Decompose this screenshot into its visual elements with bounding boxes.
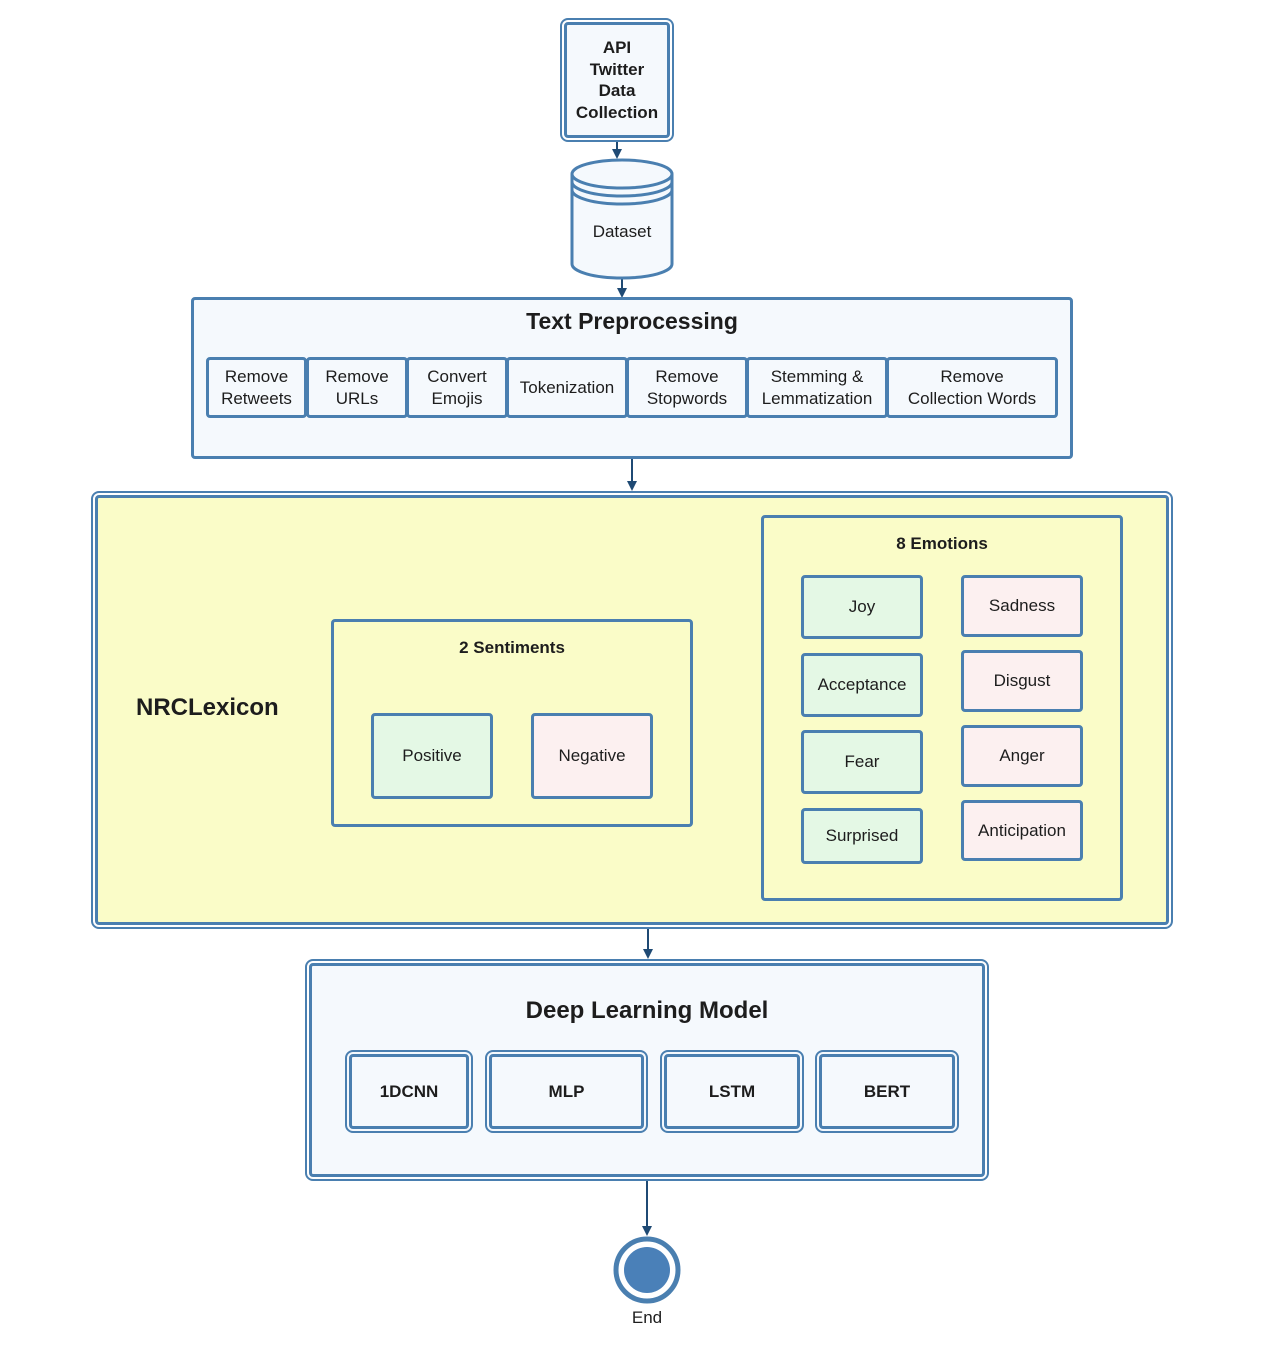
model-bert: BERT xyxy=(815,1050,959,1133)
model-1dcnn: 1DCNN xyxy=(345,1050,473,1133)
step-remove-stopwords: Remove Stopwords xyxy=(626,357,748,418)
emotion-label: Surprised xyxy=(825,826,899,845)
step-remove-collection-words: Remove Collection Words xyxy=(886,357,1058,418)
model-title: Deep Learning Model xyxy=(525,997,769,1024)
step-remove-urls: Remove URLs xyxy=(306,357,408,418)
sentiment-negative: Negative xyxy=(531,713,653,799)
step-label: Remove Retweets xyxy=(221,366,292,408)
step-tokenization: Tokenization xyxy=(506,357,628,418)
model-lstm: LSTM xyxy=(660,1050,804,1133)
step-convert-emojis: Convert Emojis xyxy=(406,357,508,418)
source-box: API Twitter Data Collection xyxy=(560,18,674,142)
emotion-label: Anticipation xyxy=(978,820,1066,840)
emotion-anticipation: Anticipation xyxy=(961,800,1083,861)
emotions-panel xyxy=(761,515,1123,901)
step-remove-retweets: Remove Retweets xyxy=(206,357,307,418)
sentiments-title: 2 Sentiments xyxy=(459,638,565,657)
emotion-label: Disgust xyxy=(993,671,1051,690)
end-label: End xyxy=(631,1308,663,1327)
emotion-label: Sadness xyxy=(988,596,1056,615)
step-stemming-lemmatization: Stemming & Lemmatization xyxy=(746,357,888,418)
dataset-label: Dataset xyxy=(592,222,652,241)
step-label: Remove Stopwords xyxy=(646,366,728,408)
sentiments-panel xyxy=(331,619,693,827)
step-label: Remove Collection Words xyxy=(907,366,1037,408)
step-label: Tokenization xyxy=(519,377,615,397)
step-label: Stemming & Lemmatization xyxy=(761,366,873,408)
step-label: Convert Emojis xyxy=(427,366,487,408)
emotions-title: 8 Emotions xyxy=(896,534,988,553)
emotion-surprised: Surprised xyxy=(801,808,923,864)
emotion-label: Anger xyxy=(999,746,1045,765)
model-label: MLP xyxy=(548,1081,585,1101)
model-label: 1DCNN xyxy=(379,1081,439,1101)
lexicon-title: NRCLexicon xyxy=(136,694,279,721)
sentiment-positive: Positive xyxy=(371,713,493,799)
emotion-anger: Anger xyxy=(961,725,1083,787)
emotion-label: Joy xyxy=(848,597,876,616)
model-label: LSTM xyxy=(708,1081,756,1101)
sentiment-label: Positive xyxy=(402,746,462,765)
end-node-icon xyxy=(613,1236,681,1304)
step-label: Remove URLs xyxy=(325,366,389,408)
model-label: BERT xyxy=(863,1081,911,1101)
emotion-sadness: Sadness xyxy=(961,575,1083,637)
emotion-label: Fear xyxy=(844,752,880,771)
emotion-acceptance: Acceptance xyxy=(801,653,923,717)
emotion-disgust: Disgust xyxy=(961,650,1083,712)
sentiment-label: Negative xyxy=(558,746,626,765)
model-mlp: MLP xyxy=(485,1050,648,1133)
dataset-cylinder xyxy=(570,158,674,280)
source-label: API Twitter Data Collection xyxy=(575,38,659,122)
emotion-joy: Joy xyxy=(801,575,923,639)
emotion-fear: Fear xyxy=(801,730,923,794)
preprocessing-title: Text Preprocessing xyxy=(526,307,738,334)
emotion-label: Acceptance xyxy=(817,675,907,694)
